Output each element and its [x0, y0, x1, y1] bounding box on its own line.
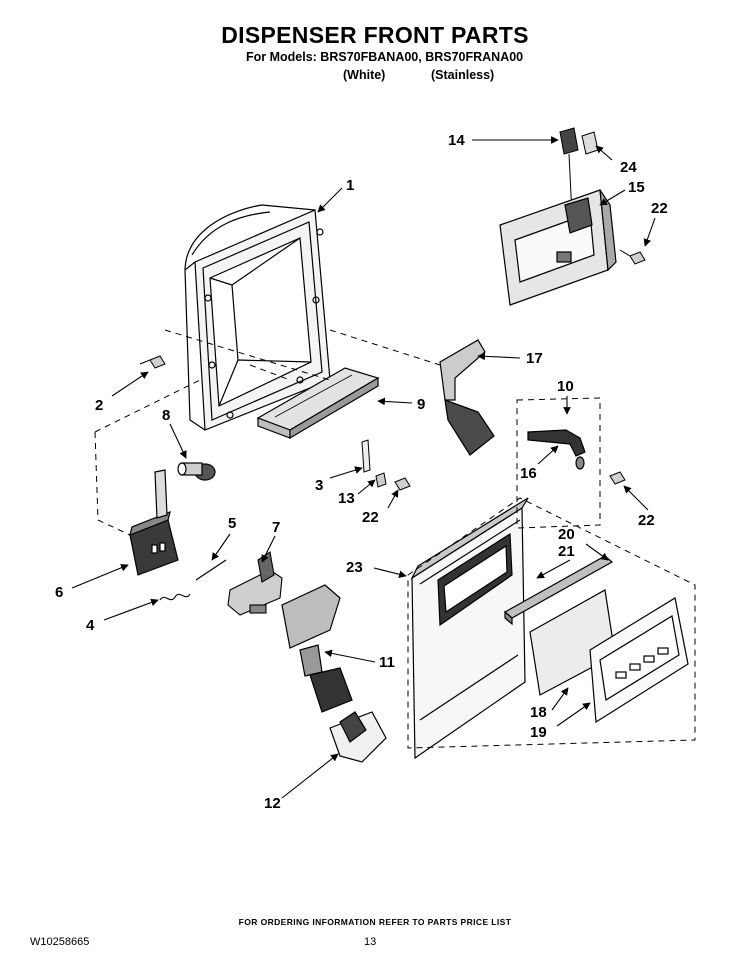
callout-9: 9 — [417, 396, 425, 413]
callout-15: 15 — [628, 179, 645, 196]
callout-6: 6 — [55, 584, 63, 601]
models-line: For Models: BRS70FBANA00, BRS70FRANA00 — [246, 50, 524, 64]
variant-white: (White) — [343, 68, 386, 82]
callout-4: 4 — [86, 617, 95, 634]
leader-lines — [71, 136, 656, 799]
page-number: 13 — [364, 936, 377, 948]
callout-22-right: 22 — [638, 512, 655, 529]
part-switch-assembly — [159, 551, 283, 616]
part-upper-housing — [499, 189, 617, 306]
callouts: 1 2 3 4 5 6 7 8 9 10 11 12 13 14 15 16 1… — [55, 132, 668, 812]
callout-10: 10 — [557, 378, 574, 395]
callout-16: 16 — [520, 465, 537, 482]
part-control-module — [129, 469, 179, 576]
dashed-boundaries — [94, 329, 696, 749]
ordering-note: FOR ORDERING INFORMATION REFER TO PARTS … — [238, 917, 512, 927]
callout-24: 24 — [620, 159, 637, 176]
part-front-panel — [410, 497, 529, 760]
screws — [139, 249, 646, 491]
callout-3: 3 — [315, 477, 323, 494]
part-actuator — [177, 462, 216, 481]
callout-2: 2 — [95, 397, 103, 414]
callout-23: 23 — [346, 559, 363, 576]
variant-stainless: (Stainless) — [431, 68, 495, 82]
part-ice-chute — [329, 711, 387, 763]
callout-1: 1 — [346, 177, 354, 194]
callout-21: 21 — [558, 543, 575, 560]
callout-12: 12 — [264, 795, 281, 812]
page-title: DISPENSER FRONT PARTS — [221, 22, 529, 48]
callout-20: 20 — [558, 526, 575, 543]
document-id: W10258665 — [30, 936, 90, 948]
callout-7: 7 — [272, 519, 280, 536]
callout-8: 8 — [162, 407, 170, 424]
callout-5: 5 — [228, 515, 236, 532]
callout-17: 17 — [526, 350, 543, 367]
part-ice-lever — [439, 339, 495, 456]
part-bracket-clip — [361, 439, 387, 488]
part-trim-strip — [503, 555, 614, 626]
part-drip-tray — [256, 367, 380, 440]
callout-14: 14 — [448, 132, 465, 149]
callout-22-middle: 22 — [362, 509, 379, 526]
callout-13: 13 — [338, 490, 355, 507]
part-water-paddle — [281, 584, 353, 713]
callout-19: 19 — [530, 724, 547, 741]
callout-18: 18 — [530, 704, 547, 721]
part-dispenser-housing — [184, 204, 331, 431]
callout-22-upper: 22 — [651, 200, 668, 217]
part-control-panel — [529, 589, 689, 724]
part-water-lever — [527, 429, 586, 470]
callout-11: 11 — [379, 654, 395, 671]
